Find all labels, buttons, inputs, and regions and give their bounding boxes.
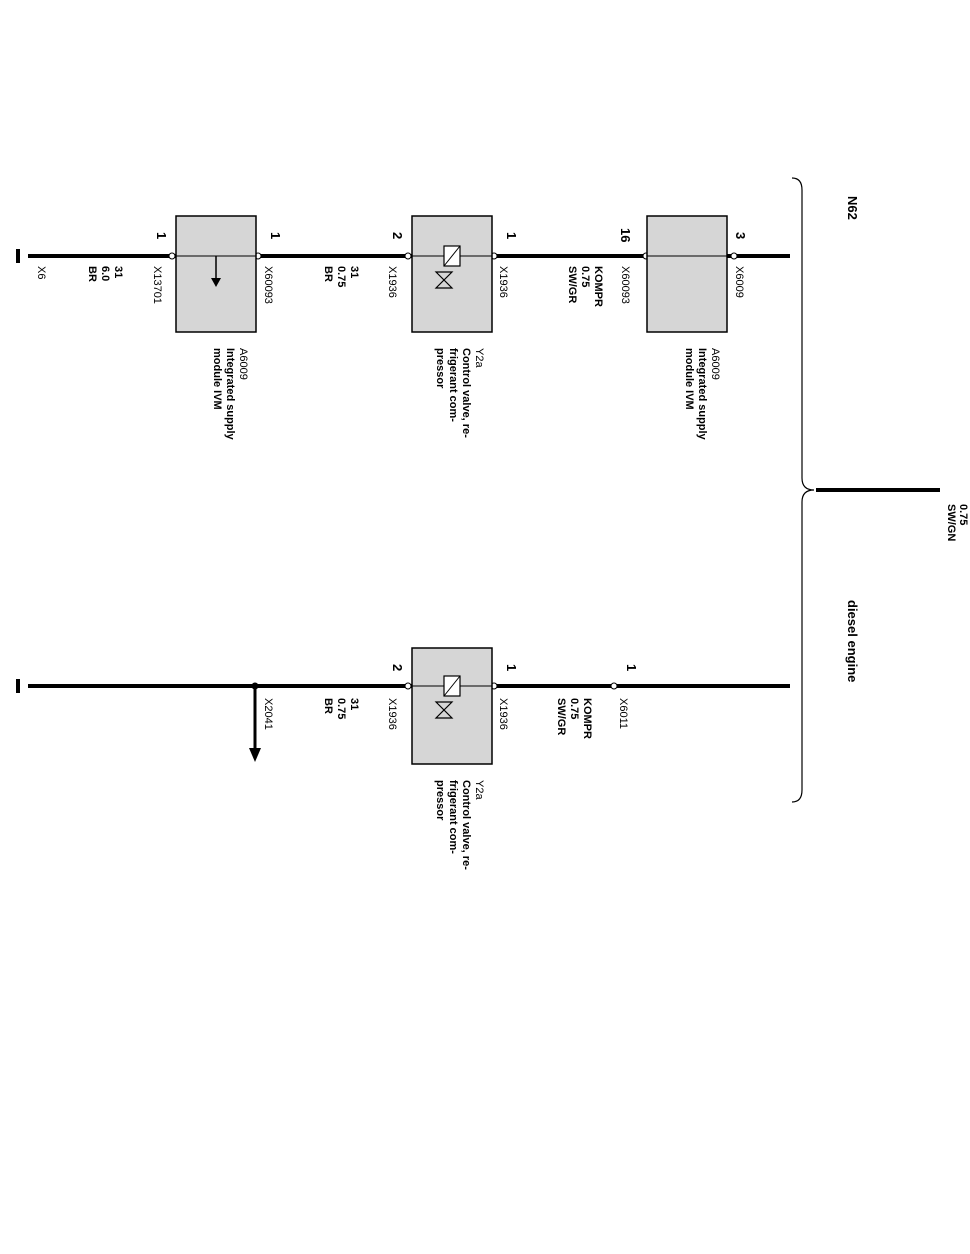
module-ivm-top bbox=[646, 215, 728, 333]
valve-icon bbox=[434, 271, 454, 289]
wire-signal: 31 bbox=[112, 266, 124, 278]
module-ref: A6009 bbox=[237, 348, 249, 380]
module-name-line2: module IVM bbox=[683, 348, 695, 410]
component-name-line3: pressor bbox=[434, 780, 446, 821]
pin-number: 3 bbox=[733, 232, 748, 239]
solenoid-icon-diagonal bbox=[443, 675, 461, 697]
connector-pin bbox=[404, 252, 412, 260]
valve-icon bbox=[434, 701, 454, 719]
pin-number: 1 bbox=[268, 232, 283, 239]
module-name-line1: Integrated supply bbox=[224, 348, 236, 441]
supply-wire-size: 0.75 bbox=[957, 504, 969, 525]
wire-signal: 31 bbox=[348, 266, 360, 278]
valve-y2a-diesel bbox=[411, 647, 493, 765]
wire-size: 0.75 bbox=[335, 698, 347, 719]
component-name-line2: frigerant com- bbox=[447, 780, 459, 854]
wire-signal: KOMPR bbox=[581, 698, 593, 739]
variant-brace bbox=[791, 177, 815, 803]
wire-color: BR bbox=[322, 698, 334, 714]
connector-pin bbox=[730, 252, 738, 260]
supply-wire-color: SW/GN bbox=[945, 504, 957, 541]
component-ref: Y2a bbox=[473, 348, 485, 368]
valve-y2a-n62 bbox=[411, 215, 493, 333]
diode-arrow-icon bbox=[211, 278, 221, 287]
connector-label: X1936 bbox=[386, 266, 398, 298]
wire-color: BR bbox=[322, 266, 334, 282]
module-name-line1: Integrated supply bbox=[696, 348, 708, 441]
pin-number: 1 bbox=[504, 664, 519, 671]
connector-label: X60093 bbox=[262, 266, 274, 304]
connector-label: X1936 bbox=[386, 698, 398, 730]
connector-label: X1936 bbox=[497, 698, 509, 730]
pin-number: 2 bbox=[390, 664, 405, 671]
component-ref: Y2a bbox=[473, 780, 485, 800]
ground-label: X6 bbox=[35, 266, 47, 279]
variant-label-diesel: diesel engine bbox=[845, 600, 860, 682]
connector-pin bbox=[610, 682, 618, 690]
connector-pin bbox=[404, 682, 412, 690]
splice-label: X2041 bbox=[262, 698, 274, 730]
component-name-line3: pressor bbox=[434, 348, 446, 389]
wire-color: BR bbox=[86, 266, 98, 282]
wire-size: 6.0 bbox=[99, 266, 111, 281]
component-name-line2: frigerant com- bbox=[447, 348, 459, 422]
component-name-line1: Control valve, re- bbox=[460, 348, 472, 438]
connector-label: X60093 bbox=[619, 266, 631, 304]
connector-pin bbox=[168, 252, 176, 260]
module-ref: A6009 bbox=[709, 348, 721, 380]
wire-size: 0.75 bbox=[568, 698, 580, 719]
solenoid-icon-diagonal bbox=[443, 245, 461, 267]
connector-label: X1936 bbox=[497, 266, 509, 298]
branch-n62: 3 X6009 A6009 Integrated supply module I… bbox=[16, 215, 790, 441]
module-name-line2: module IVM bbox=[211, 348, 223, 410]
wire-size: 0.75 bbox=[335, 266, 347, 287]
pin-number: 16 bbox=[618, 228, 633, 242]
wire-color: SW/GR bbox=[566, 266, 578, 303]
wire-signal: 31 bbox=[348, 698, 360, 710]
wire-color: SW/GR bbox=[555, 698, 567, 735]
connector-label: X13701 bbox=[151, 266, 163, 304]
wire-size: 0.75 bbox=[579, 266, 591, 287]
connector-label: X6011 bbox=[617, 698, 629, 729]
component-name-line1: Control valve, re- bbox=[460, 780, 472, 870]
arrow-down-icon bbox=[249, 748, 261, 762]
connector-label: X6009 bbox=[733, 266, 745, 298]
pin-number: 1 bbox=[504, 232, 519, 239]
branch-diesel: 1 X6011 KOMPR 0.75 SW/GR 1 X1936 2 X1936… bbox=[16, 647, 790, 870]
variant-label-n62: N62 bbox=[845, 196, 860, 220]
pin-number: 2 bbox=[390, 232, 405, 239]
wire-signal: KOMPR bbox=[592, 266, 604, 307]
pin-number: 1 bbox=[624, 664, 639, 671]
pin-number: 1 bbox=[154, 232, 169, 239]
